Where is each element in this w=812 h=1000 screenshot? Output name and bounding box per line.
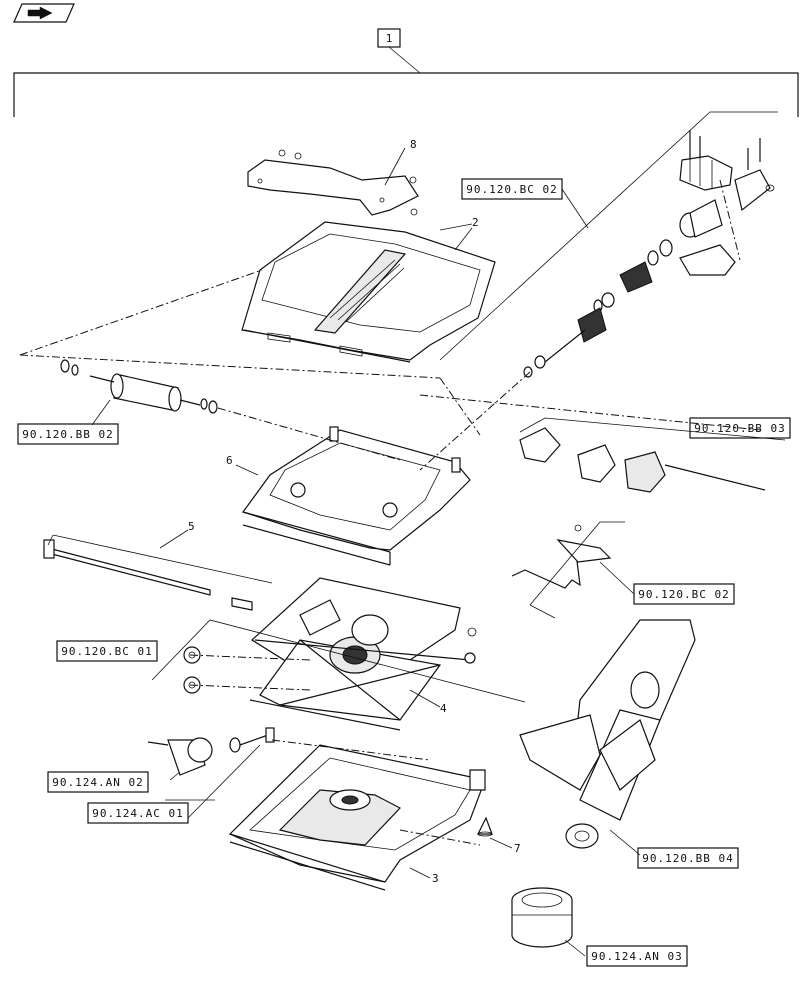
svg-text:90.120.BC 01: 90.120.BC 01 [61,645,152,658]
assembly-bracket [13,72,799,117]
callout-6: 6 [226,454,233,467]
svg-text:90.124.AC 01: 90.124.AC 01 [92,807,183,820]
group-boundaries [151,111,786,801]
callout-8: 8 [410,138,417,151]
reference-link-90-120-bb-02[interactable]: 90.120.BB 02 [17,423,119,445]
compressor-an03 [511,887,586,957]
reference-link-90-124-ac-01[interactable]: 90.124.AC 01 [87,802,189,824]
dashed-leaders [19,179,761,846]
svg-text:4: 4 [440,702,447,715]
reference-link-90-120-bb-03[interactable]: 90.120.BB 03 [689,417,791,439]
handles-bb03 [519,427,766,493]
svg-text:7: 7 [514,842,521,855]
sensor-ac01 [187,727,275,819]
bushings [183,646,201,694]
callout-5: 5 [188,520,195,533]
shock-absorber-bb04 [519,619,696,856]
svg-text:6: 6 [226,454,233,467]
part-5-rod [43,529,273,611]
reference-link-90-120-bc-02-upper[interactable]: 90.120.BC 02 [461,178,589,229]
svg-text:90.124.AN 02: 90.124.AN 02 [52,776,143,789]
part-8-top-plate [247,147,419,216]
return-arrow-icon[interactable] [13,3,75,23]
reference-link-90-120-bb-04[interactable]: 90.120.BB 04 [637,847,739,869]
small-motor-an02 [147,737,213,781]
svg-text:90.120.BB 04: 90.120.BB 04 [642,852,733,865]
part-7-cone [477,816,513,849]
svg-text:90.120.BC 02: 90.120.BC 02 [638,588,729,601]
svg-text:2: 2 [472,216,479,229]
part-6-subframe [235,426,471,566]
part-2-slide-frame [241,221,496,363]
screw-drive-assembly [523,130,775,378]
motor-bb02 [60,359,218,426]
part-3-base-plate [228,744,486,891]
svg-text:3: 3 [432,872,439,885]
callout-2: 2 [454,216,479,251]
assembly-label-text: 1 [386,32,393,45]
assembly-label: 1 [377,28,421,74]
callout-4: 4 [440,702,447,715]
callout-3: 3 [432,872,439,885]
svg-text:90.120.BB 03: 90.120.BB 03 [694,422,785,435]
svg-text:90.120.BC 02: 90.120.BC 02 [466,183,557,196]
svg-text:90.124.AN 03: 90.124.AN 03 [591,950,682,963]
reference-link-90-124-an-03[interactable]: 90.124.AN 03 [586,945,688,967]
svg-text:8: 8 [410,138,417,151]
callout-7: 7 [514,842,521,855]
reference-link-90-120-bc-01[interactable]: 90.120.BC 01 [56,640,158,662]
svg-text:5: 5 [188,520,195,533]
reference-link-90-124-an-02[interactable]: 90.124.AN 02 [47,771,149,793]
reference-link-90-120-bc-02-lower[interactable]: 90.120.BC 02 [599,561,735,605]
svg-text:90.120.BB 02: 90.120.BB 02 [22,428,113,441]
lever-wire [511,524,612,589]
